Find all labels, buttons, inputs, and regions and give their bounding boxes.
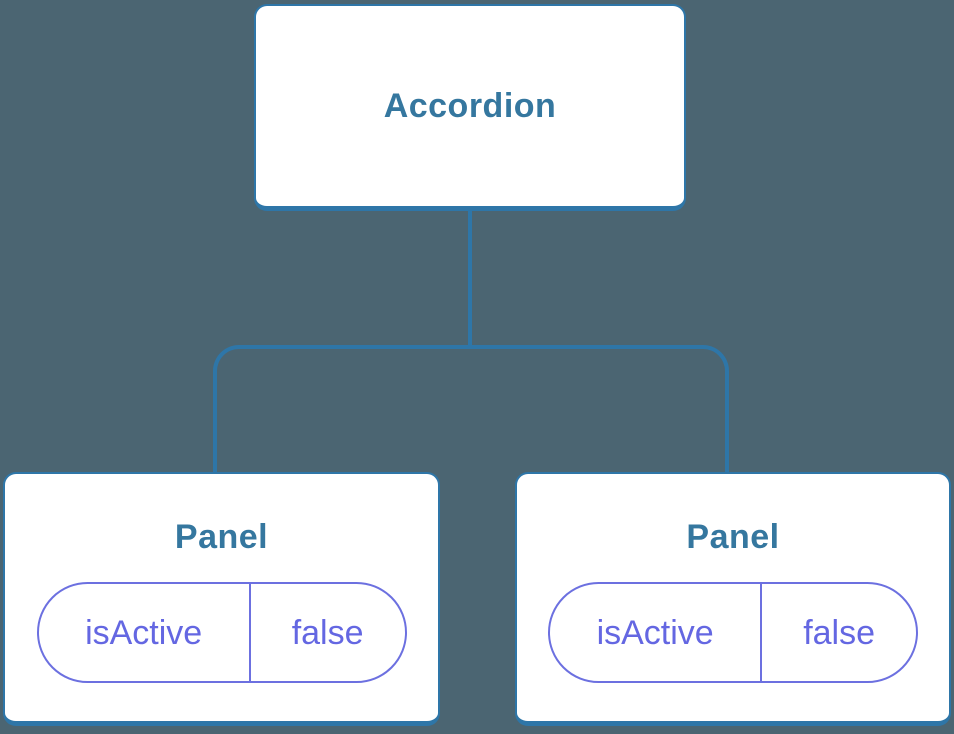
panel-node-left: Panel isActive false <box>3 472 440 726</box>
state-value: false <box>803 613 876 652</box>
root-connector-line <box>468 211 472 347</box>
branch-connector-bracket <box>213 345 729 472</box>
panel-node-right: Panel isActive false <box>515 472 951 726</box>
state-value: false <box>291 613 364 652</box>
state-key: isActive <box>550 584 763 681</box>
state-pill: isActive false <box>36 582 407 683</box>
state-pill: isActive false <box>548 582 918 683</box>
root-node-label: Accordion <box>383 87 557 125</box>
panel-node-label: Panel <box>686 518 780 556</box>
panel-node-label: Panel <box>174 518 269 556</box>
root-node-accordion: Accordion <box>254 4 686 211</box>
state-key: isActive <box>39 584 251 681</box>
